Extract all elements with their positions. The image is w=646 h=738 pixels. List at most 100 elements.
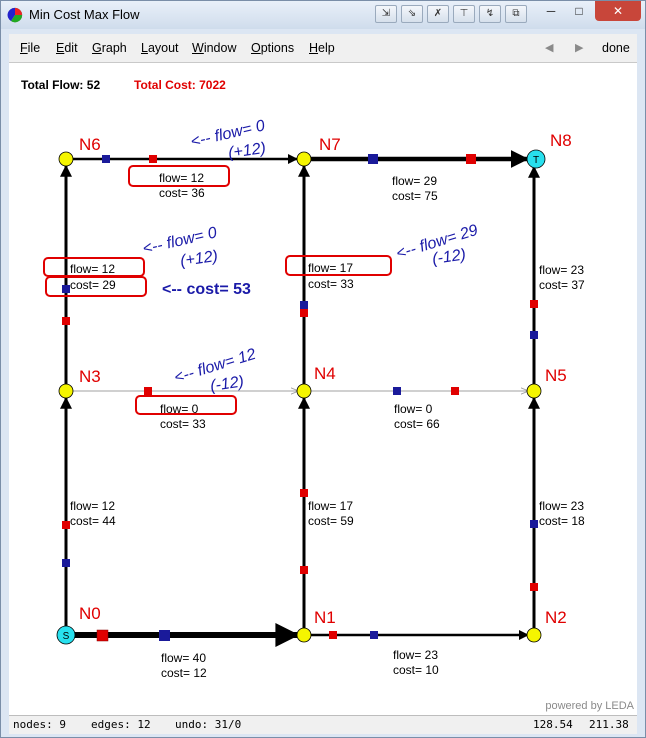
annotation-cost-note: <-- cost= 53 bbox=[162, 281, 251, 298]
edge-n4-n7-head-handle[interactable] bbox=[300, 301, 308, 309]
node-n6-circle[interactable] bbox=[58, 151, 74, 167]
node-n5[interactable]: N5 bbox=[526, 366, 567, 399]
edge-n3-n4-cost: cost= 33 bbox=[160, 417, 206, 431]
edge-n5-n8-tail-handle[interactable] bbox=[530, 300, 538, 308]
node-n2-circle[interactable] bbox=[526, 627, 542, 643]
edge-n3-n6-cost: cost= 29 bbox=[70, 278, 116, 292]
done-button[interactable]: done bbox=[602, 41, 630, 55]
edge-n0-n1-tail-handle[interactable] bbox=[96, 629, 109, 642]
edge-n5-n8-head-handle[interactable] bbox=[530, 331, 538, 339]
edge-n6-n7-head-handle[interactable] bbox=[102, 155, 110, 163]
node-n5-circle[interactable] bbox=[526, 383, 542, 399]
edge-n1-n4[interactable]: flow= 17 cost= 59 bbox=[298, 396, 354, 635]
node-n8-circle[interactable] bbox=[526, 149, 546, 169]
edge-n0-n1[interactable]: flow= 40 cost= 12 bbox=[66, 623, 300, 680]
node-n3-label: N3 bbox=[79, 367, 101, 386]
edge-n2-n5-head-handle[interactable] bbox=[530, 583, 538, 591]
edge-n7-n8[interactable]: flow= 29 cost= 75 bbox=[304, 150, 529, 203]
menu-bar: File Edit Graph Layout Window Options He… bbox=[9, 34, 637, 63]
prev-arrow-icon[interactable]: ◀ bbox=[545, 42, 554, 54]
menu-graph-key: G bbox=[92, 41, 102, 55]
node-n7[interactable]: N7 bbox=[296, 135, 341, 167]
node-n8[interactable]: T N8 bbox=[526, 131, 572, 169]
node-n4-circle[interactable] bbox=[296, 383, 312, 399]
edge-n7-n8-flow: flow= 29 bbox=[392, 174, 437, 188]
edge-n2-n5[interactable]: flow= 23 cost= 18 bbox=[528, 396, 585, 635]
next-arrow-icon[interactable]: ▶ bbox=[575, 42, 584, 54]
edge-n4-n7-cost: cost= 33 bbox=[308, 277, 354, 291]
edge-n4-n5-head-handle[interactable] bbox=[393, 387, 401, 395]
tool-b-icon[interactable]: ⇘ bbox=[401, 5, 423, 23]
edge-n3-n6-head-handle[interactable] bbox=[62, 285, 70, 293]
edge-n5-n8-cost: cost= 37 bbox=[539, 278, 585, 292]
menu-help-key: H bbox=[309, 41, 319, 55]
edge-n1-n4-head-handle[interactable] bbox=[300, 566, 308, 574]
menu-file[interactable]: File bbox=[20, 41, 40, 55]
edge-n0-n3[interactable]: flow= 12 cost= 44 bbox=[60, 396, 116, 635]
tool-d-icon[interactable]: ⊤ bbox=[453, 5, 475, 23]
edge-n6-n7-cost: cost= 36 bbox=[159, 186, 205, 200]
menu-window[interactable]: Window bbox=[192, 41, 236, 55]
status-coord-y: 211.38 bbox=[589, 718, 629, 731]
tool-c-icon[interactable]: ✗ bbox=[427, 5, 449, 23]
edge-n0-n3-tail-handle[interactable] bbox=[62, 521, 70, 529]
close-button[interactable]: ✕ bbox=[595, 1, 641, 21]
node-n1-circle[interactable] bbox=[296, 627, 312, 643]
edge-n4-n7[interactable]: flow= 17 cost= 33 bbox=[285, 164, 392, 391]
edge-n1-n2-head-handle[interactable] bbox=[370, 631, 378, 639]
minimize-button[interactable]: ─ bbox=[546, 4, 556, 18]
menu-file-key: F bbox=[20, 41, 28, 55]
graph-canvas[interactable]: Total Flow: 52 Total Cost: 7022 flow= 40… bbox=[9, 63, 637, 715]
node-n4-label: N4 bbox=[314, 364, 336, 383]
node-n1[interactable]: N1 bbox=[296, 608, 336, 643]
edge-n1-n2-tail-handle[interactable] bbox=[329, 631, 337, 639]
tool-a-icon[interactable]: ⇲ bbox=[375, 5, 397, 23]
edge-n4-n5-cost: cost= 66 bbox=[394, 417, 440, 431]
graph-svg[interactable]: Total Flow: 52 Total Cost: 7022 flow= 40… bbox=[9, 63, 637, 715]
edge-n3-n4-handle[interactable] bbox=[144, 387, 152, 395]
edge-n5-n8[interactable]: flow= 23 cost= 37 bbox=[528, 165, 585, 391]
edge-n7-n8-head-handle[interactable] bbox=[368, 154, 378, 164]
edge-n0-n1-head-handle[interactable] bbox=[159, 630, 170, 641]
menu-edit[interactable]: Edit bbox=[56, 41, 78, 55]
annotation-n3-n4-line2: (-12) bbox=[209, 373, 245, 395]
node-n7-label: N7 bbox=[319, 135, 341, 154]
menu-graph[interactable]: Graph bbox=[92, 41, 127, 55]
node-n0-label: N0 bbox=[79, 604, 101, 623]
edge-n2-n5-tail-handle[interactable] bbox=[530, 520, 538, 528]
edge-n1-n2[interactable]: flow= 23 cost= 10 bbox=[304, 630, 529, 677]
edge-n5-n8-flow: flow= 23 bbox=[539, 263, 584, 277]
node-n3-circle[interactable] bbox=[58, 383, 74, 399]
edge-n0-n3-head-handle[interactable] bbox=[62, 559, 70, 567]
edge-n4-n7-tail-handle[interactable] bbox=[300, 309, 308, 317]
edge-n4-n5-flow: flow= 0 bbox=[394, 402, 433, 416]
menu-help[interactable]: Help bbox=[309, 41, 335, 55]
edge-n0-n1-cost: cost= 12 bbox=[161, 666, 207, 680]
edge-n4-n5[interactable]: flow= 0 cost= 66 bbox=[304, 387, 528, 431]
node-n4[interactable]: N4 bbox=[296, 364, 336, 399]
tool-e-icon[interactable]: ↯ bbox=[479, 5, 501, 23]
node-n0-circle[interactable] bbox=[56, 625, 76, 645]
edge-n4-n5-tail-handle[interactable] bbox=[451, 387, 459, 395]
node-n0[interactable]: S N0 bbox=[56, 604, 101, 645]
total-cost-label: Total Cost: 7022 bbox=[134, 78, 226, 92]
edge-n0-n3-cost: cost= 44 bbox=[70, 514, 116, 528]
edge-n7-n8-tail-handle[interactable] bbox=[466, 154, 476, 164]
edge-n1-n2-cost: cost= 10 bbox=[393, 663, 439, 677]
node-n8-marker: T bbox=[533, 155, 539, 166]
status-bar: nodes: 9 edges: 12 undo: 31/0 128.54 211… bbox=[9, 715, 637, 734]
node-n3[interactable]: N3 bbox=[58, 367, 101, 399]
edge-n6-n7-tail-handle[interactable] bbox=[149, 155, 157, 163]
maximize-button[interactable]: □ bbox=[575, 4, 583, 18]
node-n7-circle[interactable] bbox=[296, 151, 312, 167]
edge-n6-n7[interactable]: flow= 12 cost= 36 bbox=[66, 154, 298, 200]
edge-n3-n6[interactable]: flow= 12 cost= 29 bbox=[43, 164, 147, 391]
edge-n3-n4[interactable]: flow= 0 cost= 33 bbox=[66, 387, 298, 431]
menu-layout[interactable]: Layout bbox=[141, 41, 179, 55]
menu-options[interactable]: Options bbox=[251, 41, 294, 55]
tool-f-icon[interactable]: ⧉ bbox=[505, 5, 527, 23]
edge-n3-n6-tail-handle[interactable] bbox=[62, 317, 70, 325]
node-n2[interactable]: N2 bbox=[526, 608, 567, 643]
edge-n1-n4-tail-handle[interactable] bbox=[300, 489, 308, 497]
node-n6[interactable]: N6 bbox=[58, 135, 101, 167]
